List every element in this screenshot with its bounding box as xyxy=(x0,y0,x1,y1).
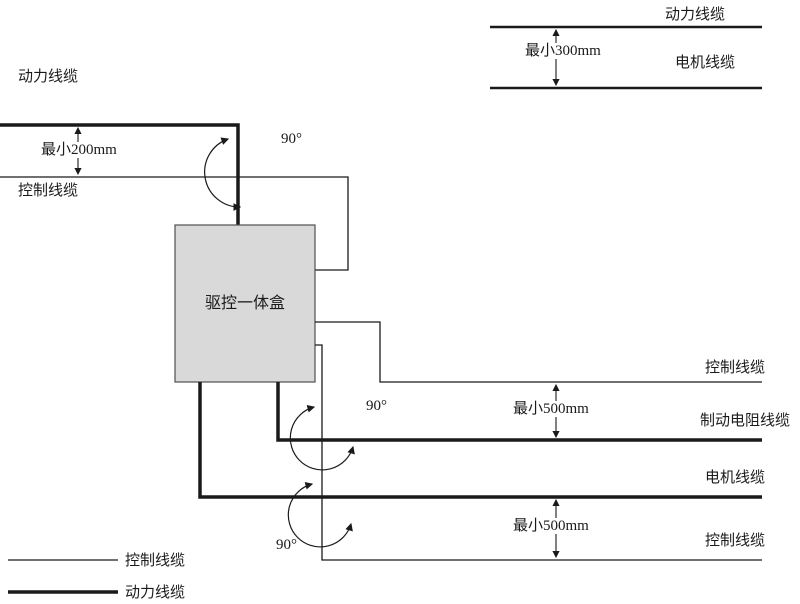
top-right-motor-cable-label: 电机线缆 xyxy=(675,55,736,71)
dimension-200mm-label: 最小200mm xyxy=(38,142,120,158)
right-control-cable-top-label: 控制线缆 xyxy=(705,360,766,376)
bend-arc-middle xyxy=(289,404,355,471)
angle-bottom-label: 90° xyxy=(276,537,297,553)
angle-top-label: 90° xyxy=(281,131,302,147)
drive-control-box-label: 驱控一体盒 xyxy=(204,294,285,312)
dimension-300mm-label: 最小300mm xyxy=(522,43,604,59)
control-cable-in-line xyxy=(0,176,349,271)
brake-resistor-cable-line xyxy=(276,382,762,442)
right-motor-cable-label: 电机线缆 xyxy=(705,470,766,486)
right-brake-resistor-cable-label: 制动电阻线缆 xyxy=(700,413,791,429)
dimension-500mm-lower-label: 最小500mm xyxy=(510,518,592,534)
legend-control-cable-label: 控制线缆 xyxy=(125,553,186,569)
left-power-cable-label: 动力线缆 xyxy=(18,69,79,85)
bend-arc-bottom xyxy=(287,481,353,548)
drive-control-box-label-wrap: 驱控一体盒 xyxy=(175,225,315,382)
control-cable-out-top-line xyxy=(315,321,762,383)
top-right-power-cable-label: 动力线缆 xyxy=(665,7,726,23)
dimension-500mm-upper-label: 最小500mm xyxy=(510,401,592,417)
power-cable-in-line xyxy=(0,123,240,225)
angle-middle-label: 90° xyxy=(366,398,387,414)
right-control-cable-bottom-label: 控制线缆 xyxy=(705,533,766,549)
left-control-cable-label: 控制线缆 xyxy=(18,183,79,199)
motor-cable-line xyxy=(198,382,762,499)
legend-power-cable-label: 动力线缆 xyxy=(125,585,186,601)
bend-arc-top xyxy=(204,137,242,211)
drive-control-box xyxy=(174,224,316,383)
